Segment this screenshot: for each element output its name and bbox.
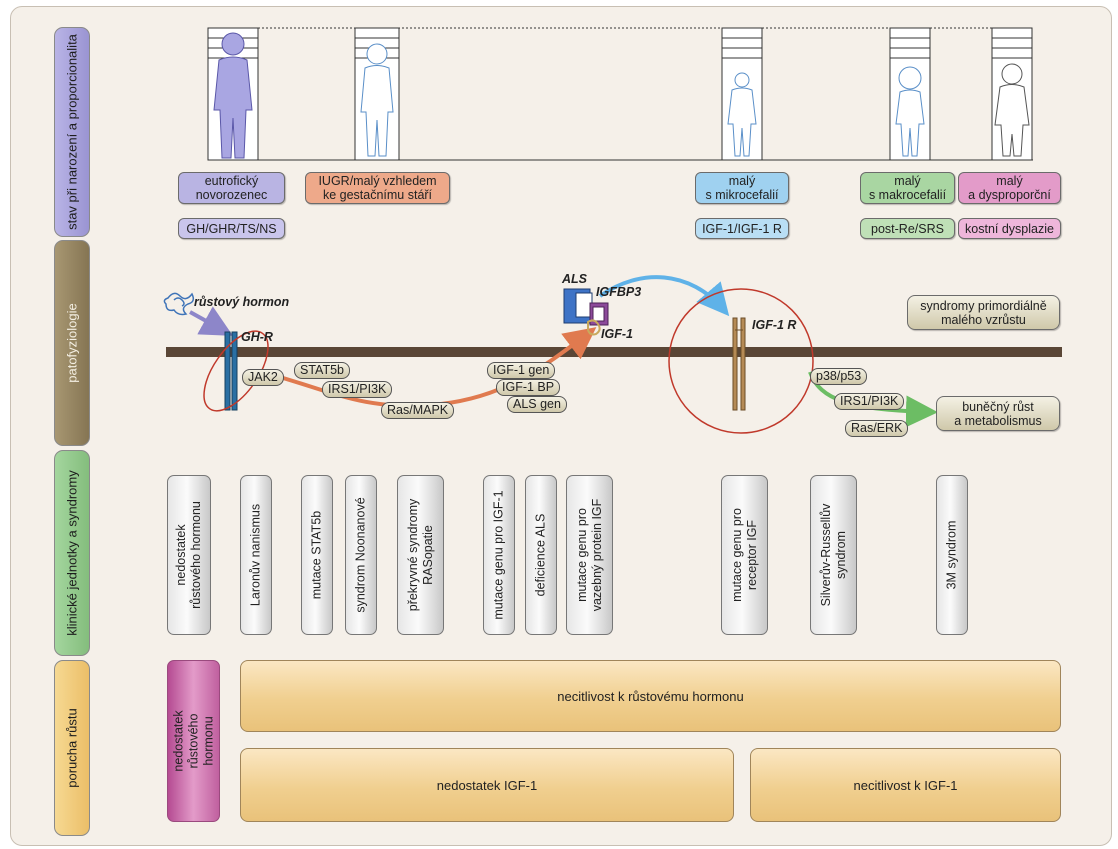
cause-bone-dysplasia: kostní dysplazie <box>958 218 1061 239</box>
tag-igf1-bp: IGF-1 BP <box>496 379 561 396</box>
figure-disproportionate <box>991 27 1033 161</box>
figure-microcephaly <box>721 27 763 161</box>
gh-receptor-label: GH-R <box>241 330 273 344</box>
row-label-pathophysiology: patofyziologie <box>54 240 90 446</box>
row-label-birth: stav při narození a proporcionalita <box>54 27 90 237</box>
tag-stat5b: STAT5b <box>294 362 350 379</box>
figure-eutrophic-newborn <box>207 27 259 161</box>
disorder-gh-insensitivity: necitlivost k růstovému hormonu <box>240 660 1061 732</box>
clinical-3m-syndrome: 3M syndrom <box>936 475 968 635</box>
growth-hormone-label: růstový hormon <box>194 295 290 309</box>
row-label-clinical: klinické jednotky a syndromy <box>54 450 90 656</box>
clinical-rasopathies: překryvné syndromy RASopatie <box>397 475 444 635</box>
tag-ras-erk: Ras/ERK <box>845 420 909 437</box>
state-iugr: IUGR/malý vzhledem ke gestačnímu stáří <box>305 172 450 204</box>
cause-post-re-srs: post-Re/SRS <box>860 218 955 239</box>
igf1-transport-arrow <box>598 275 730 317</box>
tag-jak2: JAK2 <box>242 369 284 386</box>
clinical-noonan-syndrome: syndrom Noonanové <box>345 475 377 635</box>
gh-binding-arrow <box>189 306 233 336</box>
igf1-receptor-highlight <box>668 288 814 434</box>
tag-p38-p53: p38/p53 <box>810 368 868 385</box>
tag-irs-pi3k-left: IRS1/PI3K <box>322 381 393 398</box>
clinical-silver-russell-syndrome: Silverův-Russellův syndrom <box>810 475 857 635</box>
clinical-igf-binding-protein-mutation: mutace genu pro vazebný protein IGF <box>566 475 613 635</box>
als-label: ALS <box>562 272 587 286</box>
state-disproportionate: malý a dysproporční <box>958 172 1061 204</box>
cell-membrane <box>166 347 1062 357</box>
state-eutrophic-newborn: eutrofický novorozenec <box>178 172 285 204</box>
clinical-gh-deficiency: nedostatek růstového hormonu <box>167 475 211 635</box>
gh-receptor-icon <box>224 331 238 411</box>
tag-ras-mapk: Ras/MAPK <box>381 402 455 419</box>
cause-igf1-igf1r: IGF-1/IGF-1 R <box>695 218 789 239</box>
clinical-als-deficiency: deficience ALS <box>525 475 557 635</box>
tag-irs-pi3k-right: IRS1/PI3K <box>834 393 905 410</box>
clinical-stat5b-mutation: mutace STAT5b <box>301 475 333 635</box>
disorder-igf1-insensitivity: necitlivost k IGF-1 <box>750 748 1061 822</box>
state-microcephaly: malý s mikrocefalií <box>695 172 789 204</box>
igf1-receptor-icon <box>732 317 746 411</box>
figure-macrocephaly <box>889 27 931 161</box>
disorder-igf1-deficiency: nedostatek IGF-1 <box>240 748 734 822</box>
growth-hormone-molecule-icon <box>163 292 195 316</box>
tag-igf1-gene: IGF-1 gen <box>487 362 556 379</box>
state-macrocephaly: malý s makrocefalií <box>860 172 955 204</box>
disorder-gh-deficiency: nedostatek růstového hormonu <box>167 660 220 822</box>
clinical-laron-dwarfism: Laronův nanismus <box>240 475 272 635</box>
primordial-syndromes-box: syndromy primordiálně malého vzrůstu <box>907 295 1060 330</box>
cell-growth-box: buněčný růst a metabolismus <box>936 396 1060 431</box>
igf1-receptor-label: IGF-1 R <box>752 318 797 332</box>
igf-binding-complex-icon <box>563 288 609 336</box>
clinical-igf-receptor-mutation: mutace genu pro receptor IGF <box>721 475 768 635</box>
figure-iugr <box>354 27 400 161</box>
cause-gh-ghr-ts-ns: GH/GHR/TS/NS <box>178 218 285 239</box>
igfbp3-label: IGFBP3 <box>596 285 642 299</box>
clinical-igf1-gene-mutation: mutace genu pro IGF-1 <box>483 475 515 635</box>
igf1-label: IGF-1 <box>601 327 633 341</box>
row-label-growth-disorder: porucha růstu <box>54 660 90 836</box>
tag-als-gene: ALS gen <box>507 396 567 413</box>
